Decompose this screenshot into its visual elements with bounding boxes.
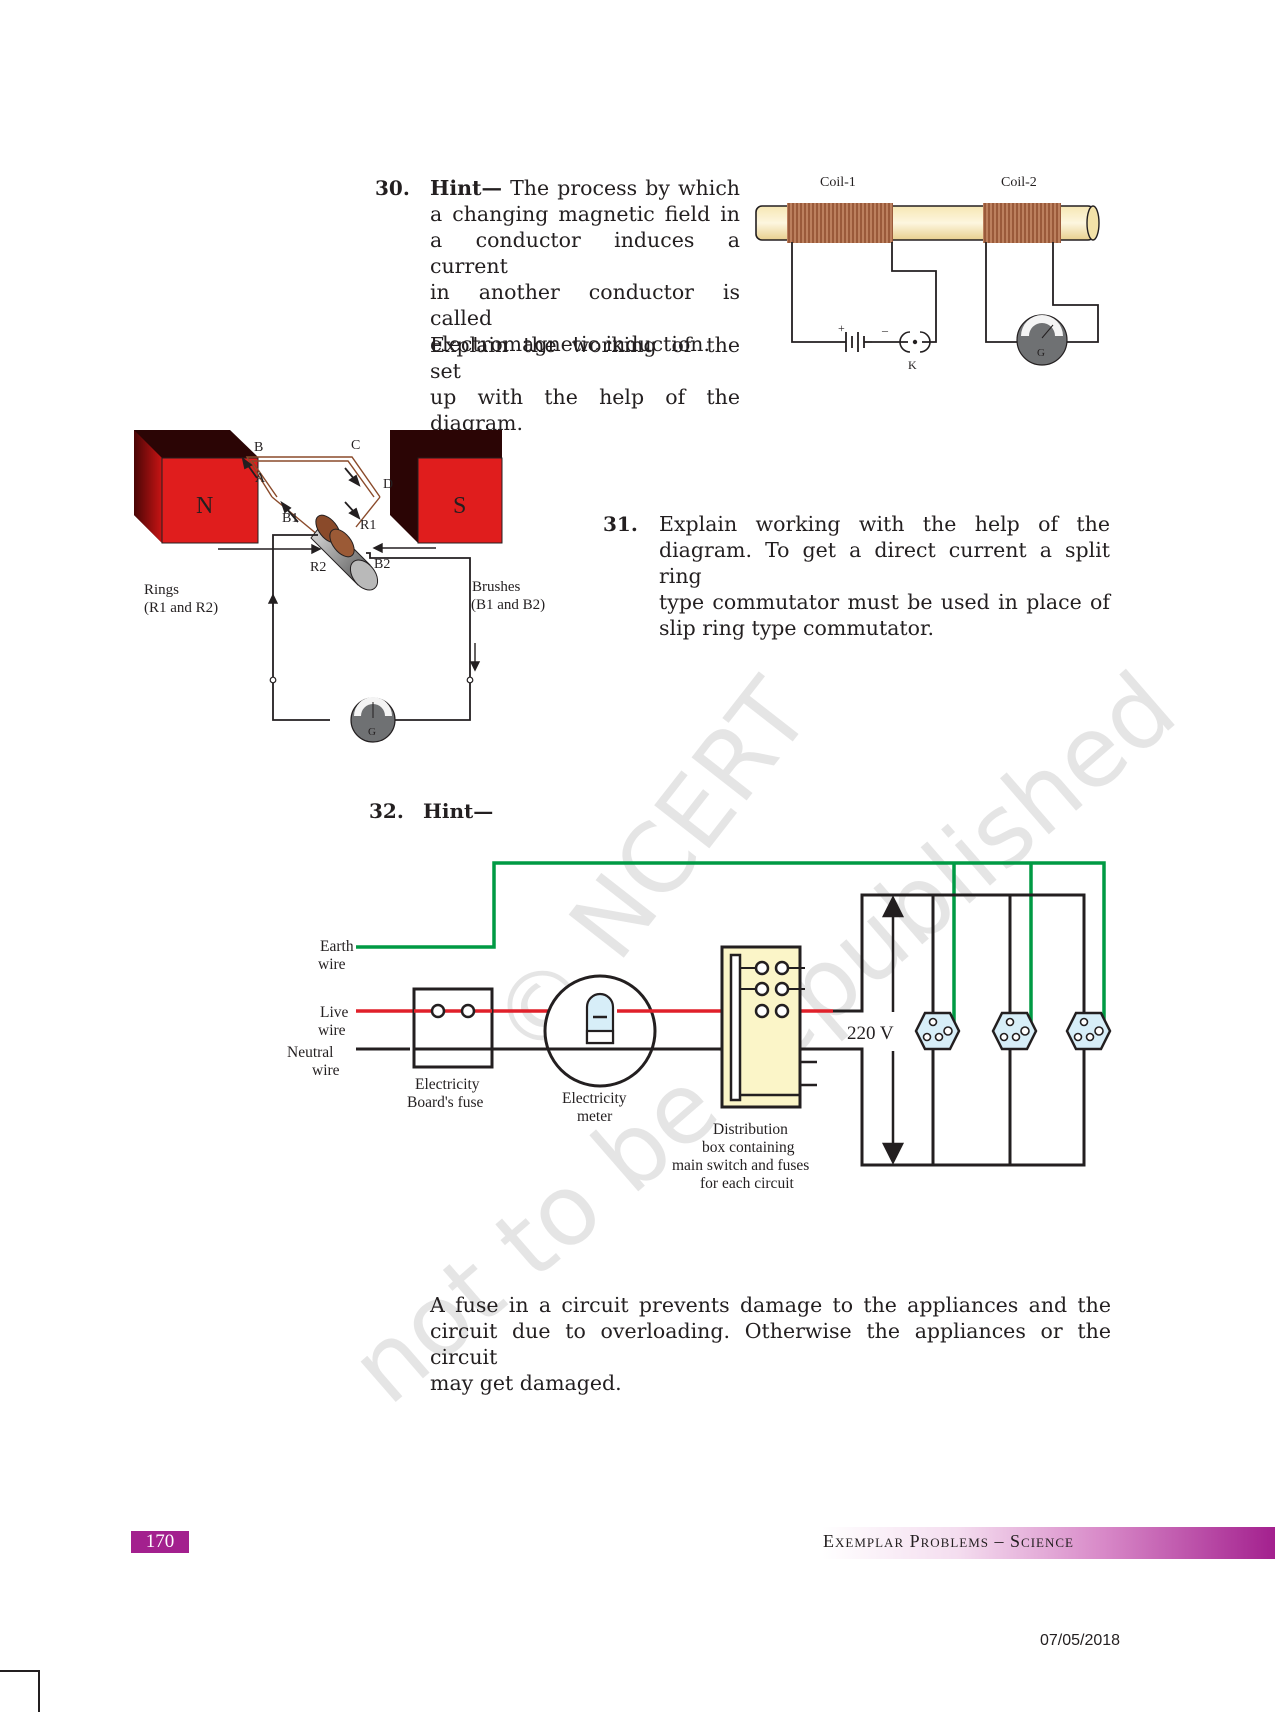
brushes-label-line-2: (B1 and B2) [471, 597, 545, 613]
crop-mark [0, 1670, 40, 1712]
galvanometer-g: G [368, 726, 376, 738]
q30-explain-line-1: Explain the working of the set [430, 333, 740, 383]
fuse-note: A fuse in a circuit prevents damage to t… [430, 1292, 1111, 1396]
q31-text: Explain working with the help of the dia… [659, 511, 1110, 641]
footer-title: Exemplar Problems – Science [823, 1531, 1074, 1551]
q30-hint: Hint— The process by which a changing ma… [430, 175, 740, 357]
q30-hint-line-4: in another conductor is called [430, 280, 740, 330]
meter-label-line-1: Electricity [562, 1090, 627, 1107]
neutral-label-line-2: wire [312, 1062, 340, 1079]
socket-icon-2 [991, 1011, 1038, 1051]
coil2-winding [983, 203, 1061, 243]
coil2-label: Coil-2 [1001, 175, 1037, 190]
q31-line-1: Explain working with the help of the [659, 512, 1110, 536]
voltage-label: 220 V [847, 1023, 894, 1044]
battery-plus: + [838, 321, 845, 335]
meter-label-line-2: meter [577, 1108, 613, 1125]
galvanometer-icon: G [350, 697, 396, 743]
secondary-circuit-wires [985, 242, 1099, 343]
primary-circuit-wires [791, 242, 937, 343]
print-date: 07/05/2018 [1040, 1632, 1121, 1649]
north-label: N [196, 493, 213, 519]
earth-label-line-2: wire [318, 956, 346, 973]
voltage-arrow [881, 895, 905, 1165]
coil1-label: Coil-1 [820, 175, 856, 190]
current-arrows [241, 456, 361, 523]
q31-line-2: diagram. To get a direct current a split… [659, 538, 1110, 588]
battery-minus: – [881, 323, 889, 337]
label-leader-lines [218, 542, 481, 672]
label-d: D [383, 477, 393, 492]
fuse-label-line-2: Board's fuse [407, 1094, 484, 1111]
q30-hint-label: Hint— [430, 176, 503, 200]
q30-explain: Explain the working of the set up with t… [430, 332, 740, 436]
rings-label-line-2: (R1 and R2) [144, 600, 218, 616]
distribution-label-line-2: box containing [702, 1139, 795, 1156]
live-label-line-2: wire [318, 1022, 346, 1039]
battery [840, 332, 872, 352]
q32-hint-label: Hint— [423, 799, 494, 823]
distribution-label-line-4: for each circuit [700, 1175, 794, 1192]
q32-number: 32. [369, 799, 404, 823]
q31-line-4: slip ring type commutator. [659, 616, 935, 640]
socket-icon-3 [1065, 1011, 1112, 1051]
q30-hint-line-1: Hint— The process by which [430, 176, 740, 200]
armature-coil [245, 456, 381, 536]
galvanometer-g: G [1037, 347, 1045, 359]
fuse-note-line-2: circuit due to overloading. Otherwise th… [430, 1319, 1111, 1369]
coil1-winding [787, 203, 893, 243]
q30-hint-line-3: a conductor induces a current [430, 228, 740, 278]
label-a: A [255, 471, 266, 486]
label-b2: B2 [374, 557, 390, 572]
label-r1: R1 [360, 518, 376, 533]
fuse-note-line-1: A fuse in a circuit prevents damage to t… [430, 1293, 1111, 1317]
board-fuse-icon [412, 987, 494, 1069]
socket-icon-1 [914, 1011, 961, 1051]
live-label-line-1: Live [320, 1004, 349, 1021]
south-label: S [453, 493, 466, 519]
ac-generator-diagram: N S A B C D B1 R1 R2 B2 Ring [134, 430, 545, 743]
q31-line-3: type commutator must be used in place of [659, 590, 1110, 614]
distribution-label-line-1: Distribution [713, 1121, 788, 1138]
label-b1: B1 [282, 511, 298, 526]
south-magnet: S [390, 430, 503, 544]
slip-rings [310, 514, 379, 591]
q30-number: 30. [375, 176, 410, 200]
distribution-box-icon [720, 945, 817, 1109]
q31-number: 31. [603, 512, 638, 536]
rings-label-line-1: Rings [144, 582, 179, 598]
domestic-circuit-diagram: Earth wire Live wire Neutral wire Electr… [287, 861, 1112, 1192]
generator-circuit-wires [272, 534, 471, 721]
q30-explain-line-2: up with the help of the [430, 385, 740, 409]
brushes-label-line-1: Brushes [472, 579, 520, 595]
north-magnet: N [134, 430, 259, 544]
q30-hint-line-2: a changing magnetic field in [430, 202, 740, 226]
electricity-meter-icon [543, 974, 659, 1088]
neutral-label-line-1: Neutral [287, 1044, 333, 1061]
label-b: B [254, 440, 263, 455]
distribution-label-line-3: main switch and fuses [672, 1157, 809, 1174]
page-number: 170 [131, 1531, 189, 1553]
label-c: C [351, 438, 360, 453]
label-r2: R2 [310, 560, 326, 575]
fuse-label-line-1: Electricity [415, 1076, 480, 1093]
q30-hint-line-5: electromagnetic induction. [430, 332, 711, 356]
key-label: K [908, 358, 917, 372]
galvanometer-icon: G [1016, 314, 1068, 366]
footer-banner [822, 1527, 1275, 1559]
plug-key [899, 331, 931, 353]
coil-induction-diagram: Coil-1 Coil-2 + – K G [755, 175, 1100, 372]
earth-label-line-1: Earth [320, 938, 354, 955]
fuse-note-line-3: may get damaged. [430, 1371, 622, 1395]
